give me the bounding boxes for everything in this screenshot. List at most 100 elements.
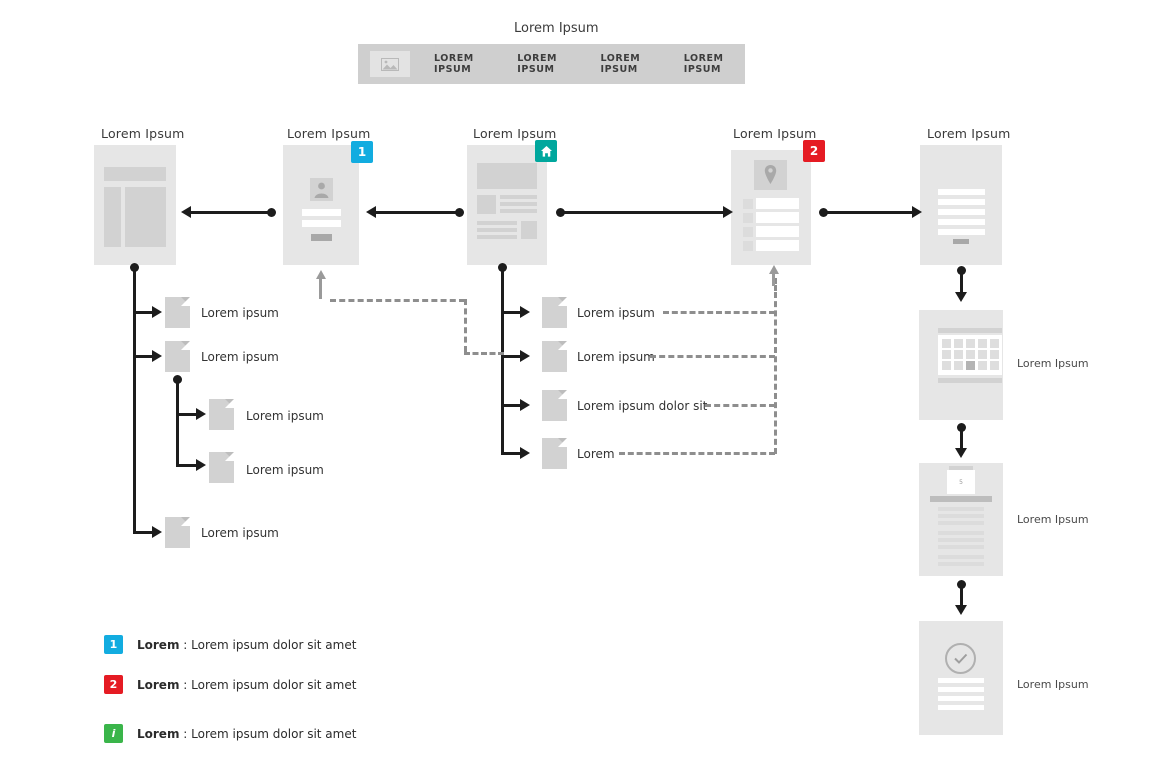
row-pin-icon bbox=[743, 227, 753, 237]
arrow-right-icon bbox=[912, 206, 922, 218]
legend-desc-3: Lorem ipsum dolor sit amet bbox=[191, 727, 357, 741]
image-placeholder-icon bbox=[370, 51, 410, 77]
dashed-arrow-stem bbox=[772, 272, 775, 286]
page-confirmation[interactable] bbox=[919, 621, 1003, 735]
dashed-return-to-login-riser bbox=[464, 299, 467, 352]
right-label-confirmation: Lorem Ipsum bbox=[1017, 678, 1089, 691]
login-password-field[interactable] bbox=[302, 220, 341, 227]
node-title-login: Lorem Ipsum bbox=[287, 126, 371, 141]
node-title-form: Lorem Ipsum bbox=[927, 126, 1011, 141]
header-nav-item-2[interactable]: LOREM IPSUM bbox=[517, 53, 558, 75]
arrow-right-icon bbox=[152, 526, 162, 538]
connector-dot bbox=[130, 263, 139, 272]
locator-field-1[interactable] bbox=[756, 198, 799, 209]
page-form[interactable] bbox=[920, 145, 1002, 265]
node-title-home-listing: Lorem Ipsum bbox=[101, 126, 185, 141]
node-title-landing: Lorem Ipsum bbox=[473, 126, 557, 141]
legend-text-3: Lorem : Lorem ipsum dolor sit amet bbox=[137, 727, 356, 741]
middle-branch-stub bbox=[501, 404, 523, 407]
left-branch-stub bbox=[133, 531, 155, 534]
node-title-locator: Lorem Ipsum bbox=[733, 126, 817, 141]
document-icon bbox=[209, 399, 234, 430]
locator-field-2[interactable] bbox=[756, 212, 799, 223]
connector-dot bbox=[819, 208, 828, 217]
article-header-rule bbox=[930, 496, 992, 502]
connector-dot bbox=[556, 208, 565, 217]
left-doc-label-1: Lorem ipsum bbox=[201, 306, 279, 320]
arrow-right-icon bbox=[520, 399, 530, 411]
middle-doc-label-4: Lorem bbox=[577, 447, 615, 461]
arrow-down-icon bbox=[955, 448, 967, 458]
connector-article-to-confirmation bbox=[960, 585, 963, 607]
page-calendar[interactable] bbox=[919, 310, 1003, 420]
dashed-return-3 bbox=[705, 404, 775, 407]
form-field-line[interactable] bbox=[938, 209, 985, 215]
left-branch-spine bbox=[133, 268, 136, 534]
form-field-line[interactable] bbox=[938, 189, 985, 195]
legend-term-2: Lorem bbox=[137, 678, 180, 692]
middle-doc-label-1: Lorem ipsum bbox=[577, 306, 655, 320]
left-subbranch-stub bbox=[176, 413, 199, 416]
listing-banner bbox=[104, 167, 166, 181]
middle-branch-stub bbox=[501, 311, 523, 314]
document-icon bbox=[542, 438, 567, 469]
dashed-return-to-login-tail bbox=[464, 352, 504, 355]
page-locator[interactable] bbox=[731, 150, 811, 265]
legend-sep-1: : bbox=[179, 638, 192, 652]
connector-dot bbox=[957, 580, 966, 589]
middle-branch-stub bbox=[501, 452, 523, 455]
header-nav-item-1[interactable]: LOREM IPSUM bbox=[434, 53, 474, 75]
arrow-up-icon bbox=[316, 270, 326, 279]
connector-calendar-to-article bbox=[960, 428, 963, 450]
legend-item-3: i bbox=[104, 724, 123, 743]
document-icon bbox=[542, 341, 567, 372]
site-header-bar: LOREM IPSUM LOREM IPSUM LOREM IPSUM LORE… bbox=[358, 44, 745, 84]
map-pin-icon bbox=[754, 160, 787, 190]
left-doc-label-4: Lorem ipsum bbox=[246, 463, 324, 477]
form-submit-button[interactable] bbox=[953, 239, 969, 244]
page-article[interactable]: 5 bbox=[919, 463, 1003, 576]
page-landing[interactable] bbox=[467, 145, 547, 265]
article-tab-top bbox=[949, 466, 973, 470]
document-icon bbox=[542, 390, 567, 421]
dashed-return-riser bbox=[774, 278, 777, 298]
arrow-left-icon bbox=[181, 206, 191, 218]
login-username-field[interactable] bbox=[302, 209, 341, 216]
row-pin-icon bbox=[743, 241, 753, 251]
locator-field-3[interactable] bbox=[756, 226, 799, 237]
document-icon bbox=[165, 517, 190, 548]
left-doc-label-2: Lorem ipsum bbox=[201, 350, 279, 364]
left-doc-label-3: Lorem ipsum bbox=[246, 409, 324, 423]
connector-login-to-listing bbox=[191, 211, 271, 214]
dashed-return-1 bbox=[663, 311, 775, 314]
landing-thumb-1 bbox=[477, 195, 496, 214]
header-nav-item-3[interactable]: LOREM IPSUM bbox=[600, 53, 641, 75]
landing-text-line bbox=[500, 209, 537, 213]
arrow-right-icon bbox=[520, 350, 530, 362]
badge-1-login: 1 bbox=[351, 141, 373, 163]
header-nav-item-4[interactable]: LOREM IPSUM bbox=[683, 53, 724, 75]
landing-text-line bbox=[500, 195, 537, 199]
arrow-right-icon bbox=[196, 408, 206, 420]
legend-item-2: 2 bbox=[104, 675, 123, 694]
landing-thumb-2 bbox=[521, 221, 537, 239]
page-login[interactable] bbox=[283, 145, 359, 265]
calendar-bottom-bar bbox=[938, 378, 1002, 383]
page-home-listing[interactable] bbox=[94, 145, 176, 265]
legend-badge-1: 1 bbox=[104, 635, 123, 654]
right-label-article: Lorem Ipsum bbox=[1017, 513, 1089, 526]
form-field-line[interactable] bbox=[938, 219, 985, 225]
locator-field-4[interactable] bbox=[756, 240, 799, 251]
middle-doc-label-3: Lorem ipsum dolor sit bbox=[577, 399, 708, 413]
dashed-return-2 bbox=[650, 355, 775, 358]
legend-term-3: Lorem bbox=[137, 727, 180, 741]
row-pin-icon bbox=[743, 199, 753, 209]
connector-dot bbox=[957, 423, 966, 432]
login-submit-button[interactable] bbox=[311, 234, 332, 241]
connector-dot bbox=[267, 208, 276, 217]
arrow-right-icon bbox=[723, 206, 733, 218]
form-field-line[interactable] bbox=[938, 199, 985, 205]
legend-desc-2: Lorem ipsum dolor sit amet bbox=[191, 678, 357, 692]
form-field-line[interactable] bbox=[938, 229, 985, 235]
connector-form-to-calendar bbox=[960, 271, 963, 295]
